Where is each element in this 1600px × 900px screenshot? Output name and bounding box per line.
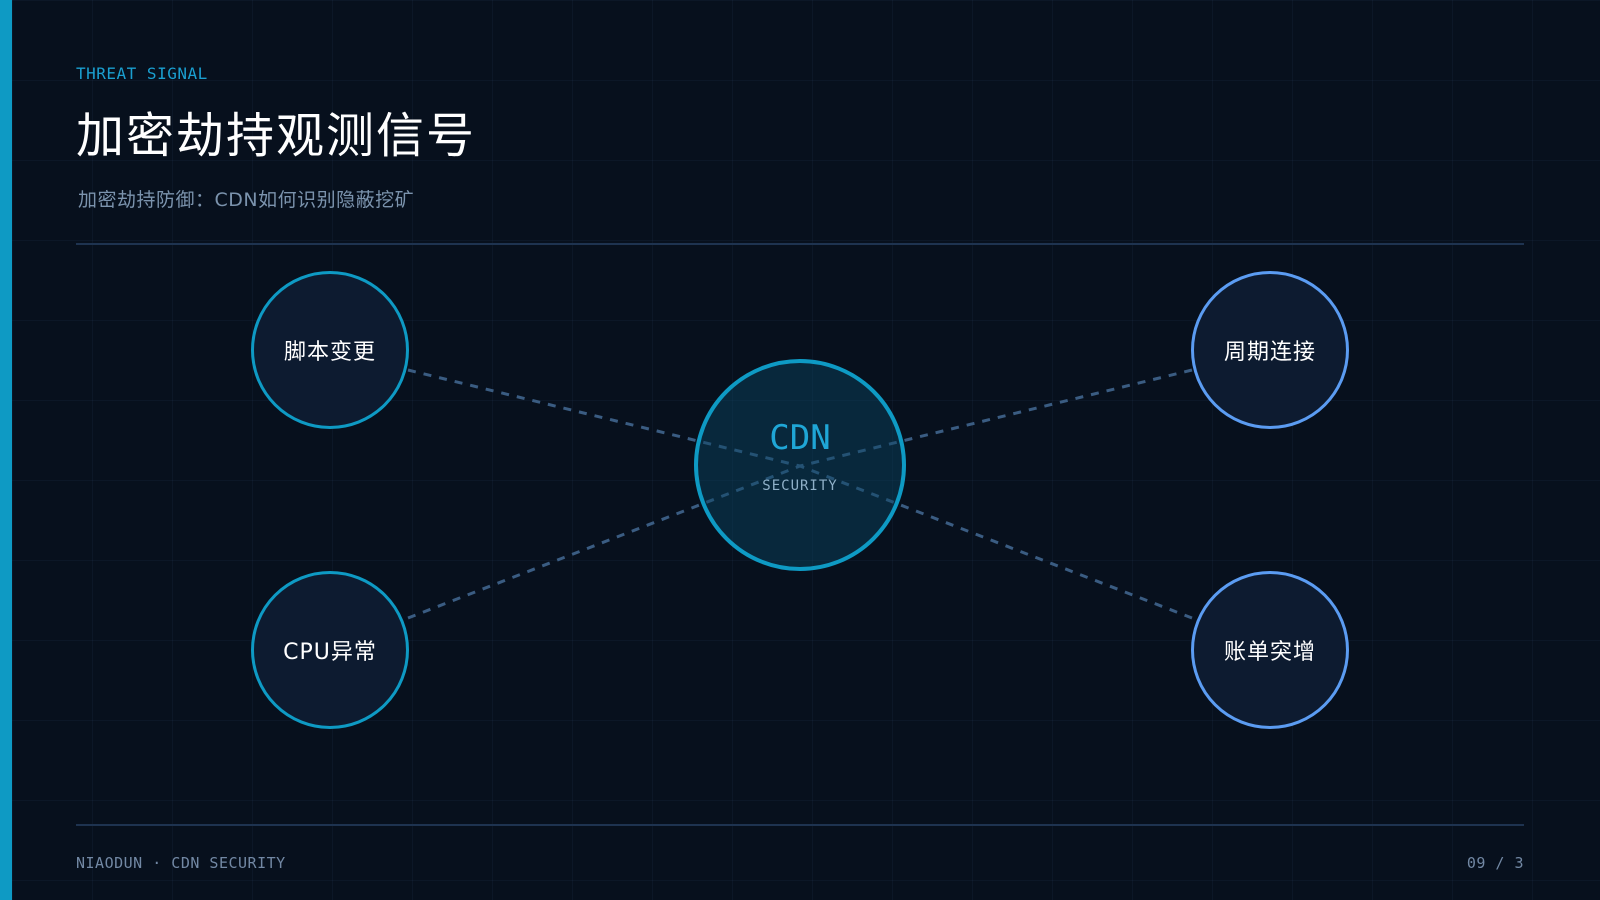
footer-brand: NIAODUN · CDN SECURITY xyxy=(76,854,286,872)
cdn-hub xyxy=(694,359,906,571)
link-cpu-anomaly xyxy=(407,464,801,620)
page-number: 09 / 3 xyxy=(1466,854,1524,872)
node-cpu-anomaly: CPU异常 xyxy=(251,571,409,729)
accent-bar xyxy=(0,0,12,900)
node-label: 账单突增 xyxy=(1223,640,1316,665)
link-billing-spike xyxy=(799,464,1193,620)
node-label: CPU异常 xyxy=(283,640,377,665)
eyebrow-label: THREAT SIGNAL xyxy=(76,64,208,83)
node-billing-spike: 账单突增 xyxy=(1191,571,1349,729)
node-script-change: 脚本变更 xyxy=(251,271,409,429)
node-periodic-connection: 周期连接 xyxy=(1191,271,1349,429)
top-divider xyxy=(76,243,1524,245)
node-label: 周期连接 xyxy=(1223,340,1316,365)
page-subtitle: 加密劫持防御：CDN如何识别隐蔽挖矿 xyxy=(78,189,415,211)
node-label: 脚本变更 xyxy=(283,340,376,365)
bottom-divider xyxy=(76,824,1524,826)
page-title: 加密劫持观测信号 xyxy=(76,108,477,164)
